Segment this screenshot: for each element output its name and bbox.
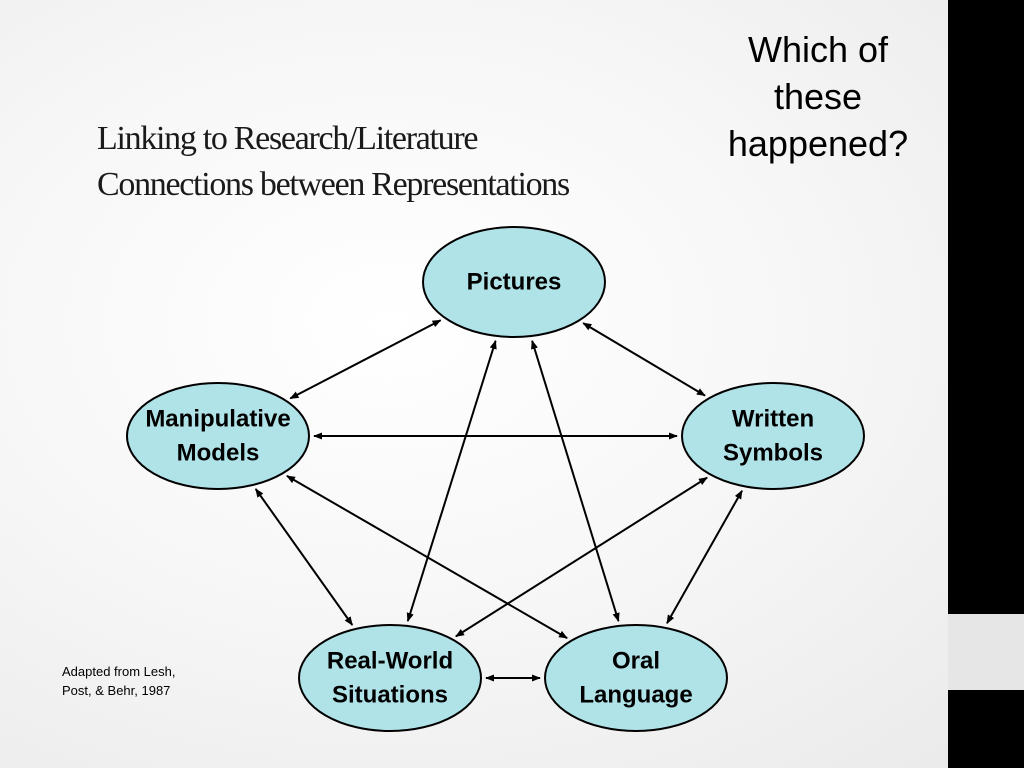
slide-side-bar: [948, 0, 1024, 768]
node-manipulative-label-1: Manipulative: [145, 406, 290, 433]
credit-line-1: Adapted from Lesh,: [62, 664, 176, 679]
node-oral-label-2: Language: [579, 682, 692, 709]
connector-written-oral: [666, 489, 743, 625]
node-written-label-2: Symbols: [723, 440, 823, 467]
slide-title-line-1: Linking to Research/Literature: [97, 120, 478, 157]
node-pictures: Pictures: [422, 226, 606, 338]
question-line-1: Which of: [747, 29, 889, 70]
connector-pictures-written: [582, 322, 706, 397]
credit-line-2: Post, & Behr, 1987: [62, 683, 171, 698]
connector-pictures-manipulative: [289, 319, 442, 400]
node-oral-shape: [544, 624, 728, 732]
node-realworld-shape: [298, 624, 482, 732]
connector-written-realworld: [455, 476, 708, 638]
node-written-label-1: Written: [732, 406, 814, 433]
connector-manipulative-realworld: [254, 488, 354, 626]
question-line-3: happened?: [727, 123, 909, 164]
node-pictures-shape: [422, 226, 606, 338]
side-bar-accent: [948, 614, 1024, 690]
connector-manipulative-oral: [286, 475, 568, 639]
node-written-shape: [681, 382, 865, 490]
node-manipulative-shape: [126, 382, 310, 490]
node-manipulative-label-2: Models: [177, 440, 260, 467]
question-text: Which of these happened?: [700, 26, 936, 167]
node-oral-label-1: Oral: [612, 648, 660, 675]
slide: Linking to Research/Literature Connectio…: [62, 26, 936, 732]
question-line-2: these: [773, 76, 863, 117]
slide-title: Linking to Research/Literature Connectio…: [97, 116, 697, 208]
node-realworld-label-1: Real-World: [327, 648, 453, 675]
connector-pictures-realworld: [406, 339, 497, 622]
node-realworld-label-2: Situations: [332, 682, 448, 709]
node-pictures-label-1: Pictures: [467, 269, 562, 296]
attribution-credit: Adapted from Lesh, Post, & Behr, 1987: [62, 662, 242, 700]
connector-group: [254, 319, 743, 682]
slide-title-line-2: Connections between Representations: [97, 166, 570, 203]
